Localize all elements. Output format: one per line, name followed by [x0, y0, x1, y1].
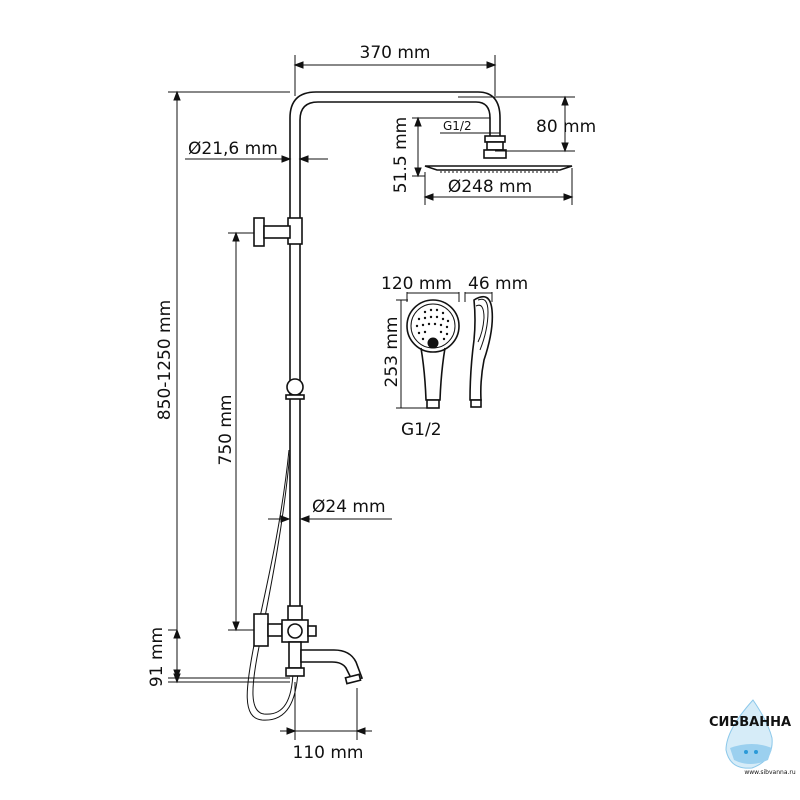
dim-head-height: 51.5 mm: [391, 116, 490, 193]
dim-head-thread-label: G1/2: [443, 119, 472, 133]
dim-hand-width-label: 120 mm: [381, 274, 452, 294]
dim-slide-length: 750 mm: [216, 231, 254, 632]
dim-hand-length: 253 mm: [382, 299, 427, 409]
shower-hose: [246, 449, 299, 721]
dim-arm-diameter: Ø21,6 mm: [185, 139, 328, 163]
hand-shower-slider: [285, 378, 305, 400]
dim-total-height-label: 850-1250 mm: [155, 300, 175, 420]
shower-head: [424, 135, 573, 173]
dim-head-drop: 80 mm: [458, 95, 596, 153]
spray-holes: [415, 308, 450, 341]
logo-url: www.sibvanna.ru: [744, 769, 796, 776]
logo-name: СИБВАННА: [709, 715, 791, 730]
hand-shower-front: [406, 299, 460, 409]
dim-hand-depth: 46 mm: [464, 274, 528, 302]
dim-head-diameter: Ø248 mm: [423, 168, 574, 205]
dim-spout-length-label: 110 mm: [293, 743, 364, 763]
dim-hand-width: 120 mm: [381, 274, 460, 302]
shower-column: [287, 217, 303, 621]
dim-head-height-label: 51.5 mm: [391, 117, 411, 193]
hand-shower-side: [469, 295, 494, 408]
dim-head-diameter-label: Ø248 mm: [448, 177, 532, 197]
bath-mixer: [253, 613, 364, 685]
dim-slide-length-label: 750 mm: [216, 395, 236, 466]
overhead-arm: [289, 91, 501, 220]
dim-arm-diameter-label: Ø21,6 mm: [188, 139, 278, 159]
wall-bracket-top: [253, 217, 291, 247]
dim-head-thread: G1/2: [440, 119, 500, 134]
dim-spout-length: 110 mm: [280, 682, 372, 763]
dim-arm-length-label: 370 mm: [360, 43, 431, 63]
dim-hand-length-label: 253 mm: [382, 317, 402, 388]
dim-arm-length: 370 mm: [293, 43, 497, 96]
dim-head-drop-label: 80 mm: [536, 117, 596, 137]
sibvanna-logo: СИБВАННА www.sibvanna.ru: [709, 699, 796, 776]
dim-pipe-diameter-label: Ø24 mm: [312, 497, 386, 517]
dim-hand-depth-label: 46 mm: [468, 274, 528, 294]
dim-mixer-height-label: 91 mm: [147, 627, 167, 687]
dim-mixer-height: 91 mm: [147, 627, 290, 687]
dim-hand-thread-label: G1/2: [401, 420, 442, 440]
dim-pipe-diameter: Ø24 mm: [268, 497, 392, 523]
